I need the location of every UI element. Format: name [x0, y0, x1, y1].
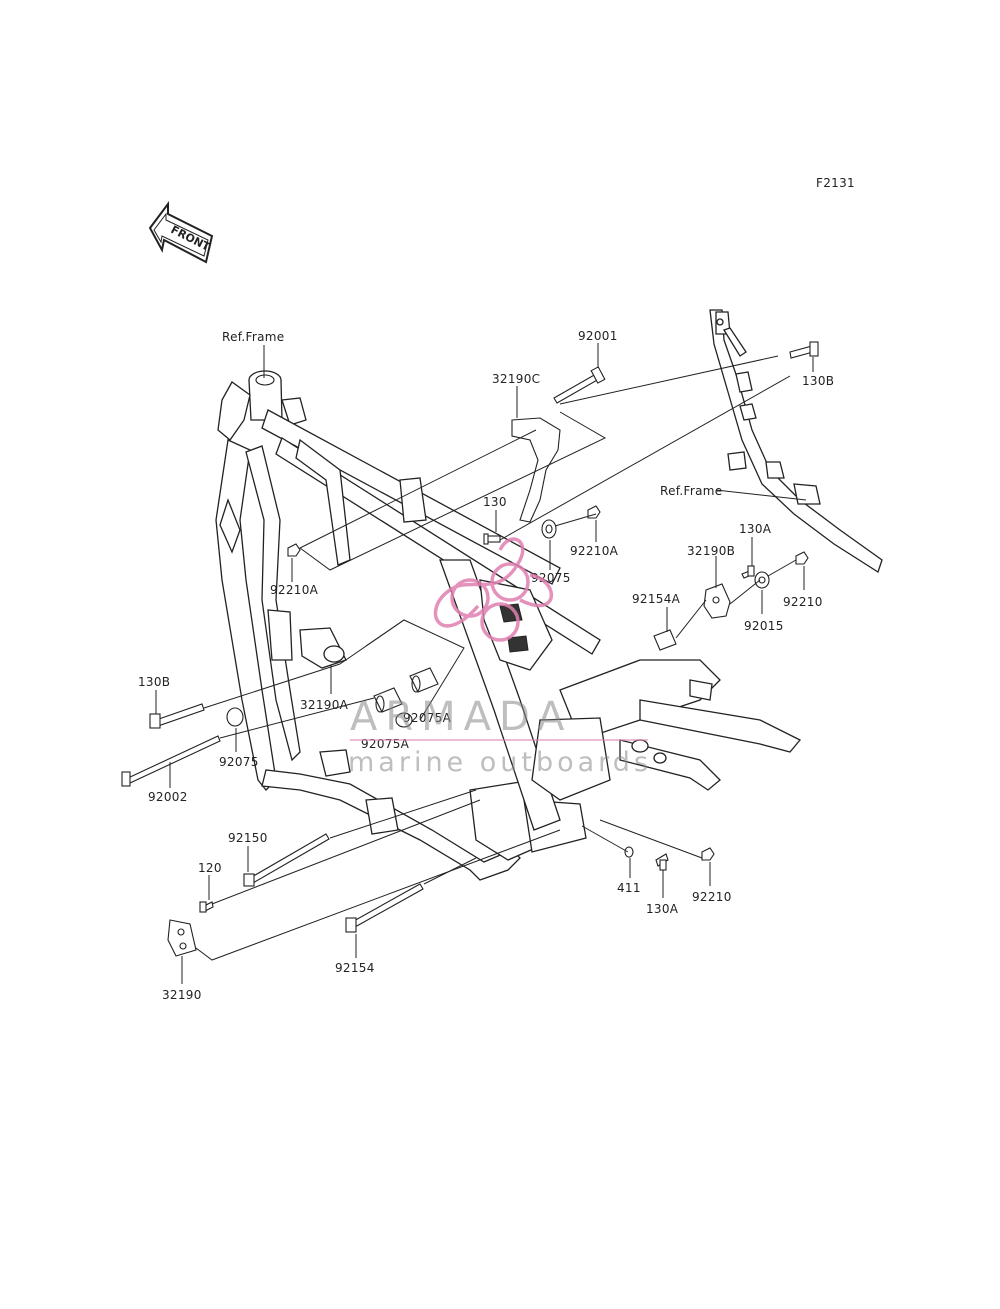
- label-92210A-right: 92210A: [570, 544, 619, 558]
- ref-frame-right-label: Ref.Frame: [660, 484, 722, 498]
- bolt-120: [199, 901, 214, 913]
- label-32190: 32190: [162, 988, 202, 1002]
- collar-92154A: [653, 629, 677, 651]
- washer-92015: [754, 571, 770, 589]
- bolt-92150: [243, 833, 330, 887]
- front-arrow-icon: FRONT: [148, 201, 214, 264]
- watermark-brand: ARMADA: [350, 694, 573, 740]
- bolt-130A-top: [741, 565, 755, 579]
- label-92002: 92002: [148, 790, 188, 804]
- bolt-130B-left: [149, 703, 205, 729]
- label-92075-left: 92075: [219, 755, 259, 769]
- nut-92210-right: [795, 551, 809, 565]
- label-411: 411: [617, 881, 641, 895]
- leader-lines: [155, 343, 814, 984]
- washer-92075-left: [226, 707, 244, 727]
- watermark-tagline: marine outboards: [348, 747, 652, 778]
- label-130B-top: 130B: [802, 374, 834, 388]
- label-92015: 92015: [744, 619, 784, 633]
- bushing-32190A: [395, 712, 413, 728]
- bracket-32190B: [703, 583, 731, 619]
- bolt-130B-top: [789, 341, 819, 359]
- label-92154A: 92154A: [632, 592, 681, 606]
- bolt-92154: [345, 883, 424, 933]
- washer-92075-top: [541, 519, 557, 539]
- label-92075-top: 92075: [531, 571, 571, 585]
- label-130: 130: [483, 495, 507, 509]
- label-92001: 92001: [578, 329, 618, 343]
- label-130A-top: 130A: [739, 522, 772, 536]
- label-32190A: 32190A: [300, 698, 349, 712]
- label-92150: 92150: [228, 831, 268, 845]
- label-130A-bottom: 130A: [646, 902, 679, 916]
- diagram-code: F2131: [816, 176, 855, 190]
- nut-92210A-left: [287, 543, 301, 557]
- label-120: 120: [198, 861, 222, 875]
- label-32190C: 32190C: [492, 372, 540, 386]
- bracket-32190: [167, 919, 197, 957]
- ref-frame-left-label: Ref.Frame: [222, 330, 284, 344]
- part-labels: Ref.Frame 92001 32190C 130B Ref.Frame 13…: [138, 329, 834, 1002]
- collar-92075A-1: [373, 687, 403, 713]
- bolt-130A-bottom: [655, 853, 669, 871]
- bolt-92002: [121, 735, 221, 787]
- bracket-32190C: [511, 417, 561, 523]
- armada-watermark: ARMADA marine outboards: [348, 537, 652, 778]
- label-130B-left: 130B: [138, 675, 170, 689]
- label-92210-bottom: 92210: [692, 890, 732, 904]
- label-92154: 92154: [335, 961, 375, 975]
- nut-92210-bottom: [701, 847, 715, 861]
- washer-411: [624, 846, 634, 858]
- label-92075A-1: 92075A: [403, 711, 452, 725]
- label-92210A-left: 92210A: [270, 583, 319, 597]
- bolt-92001: [553, 366, 606, 404]
- label-92210-right: 92210: [783, 595, 823, 609]
- bolt-130: [483, 533, 501, 545]
- armada-logo-icon: [433, 537, 554, 642]
- collar-92075A-2: [409, 667, 439, 693]
- label-32190B: 32190B: [687, 544, 735, 558]
